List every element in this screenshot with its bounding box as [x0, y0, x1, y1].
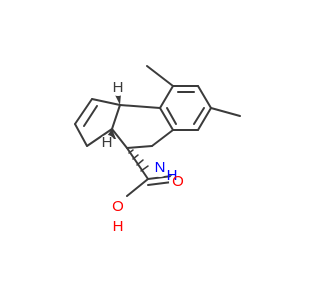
bond-carbonyl-1: [147, 175, 173, 180]
hydroxyl-oxygen-label: O: [112, 198, 124, 215]
methyl-bond-top: [146, 65, 174, 87]
hydroxyl-hydrogen-label: H: [113, 218, 124, 235]
bond-carbonyl-2: [147, 181, 173, 186]
methyl-bond-right: [210, 107, 241, 117]
bond-c1-c2-alkene: [74, 98, 93, 125]
aromatic-inner-bond-2: [193, 107, 205, 125]
bond-c4-c5: [197, 107, 212, 131]
bond-c4-carboxyl-c: [126, 147, 149, 180]
molecule-structure-diagram: N H O O H H H: [74, 65, 241, 235]
hashed-wedge-c4-carboxyl: [128, 149, 149, 172]
piperidine-ring: [111, 104, 174, 149]
bond-c9b-c1: [119, 104, 161, 109]
stereo-h-top-label: H: [113, 79, 124, 96]
n-label-bg: [151, 159, 169, 177]
carbonyl-oxygen-label: O: [172, 173, 184, 190]
bond-c2-c3: [74, 123, 88, 147]
bond-c1-c2-alkene-inner: [83, 105, 98, 127]
bond-c3-c3a: [86, 128, 113, 147]
bond-c1-c2: [159, 85, 174, 109]
bond-n-c4: [126, 145, 153, 149]
bond-c3-c4: [197, 85, 212, 109]
nitrogen-label: N: [155, 159, 166, 176]
stereo-h-bottom-label: H: [102, 134, 113, 151]
wedge-c9b-h: [114, 93, 121, 105]
bond-c6-c1: [159, 107, 174, 131]
bond-c9b-c1-alkene: [91, 98, 121, 106]
cyclopentene-ring: [74, 98, 121, 147]
benzene-ring: [159, 85, 212, 131]
h-top-label-bg: [110, 80, 126, 96]
bond-c3a-c9b: [111, 104, 121, 130]
n-hydrogen-label: H: [167, 167, 178, 184]
bond-carboxyl-oh: [126, 178, 149, 197]
bond-c6-n: [151, 129, 174, 147]
carboxylic-acid-group: [126, 147, 173, 197]
bond-c4-c3a: [111, 128, 128, 149]
aromatic-inner-bond-3: [166, 107, 177, 125]
carbonyl-o-label-bg: [169, 173, 187, 191]
hydroxyl-o-label-bg: [109, 198, 127, 216]
h-bottom-label-bg: [99, 135, 115, 151]
